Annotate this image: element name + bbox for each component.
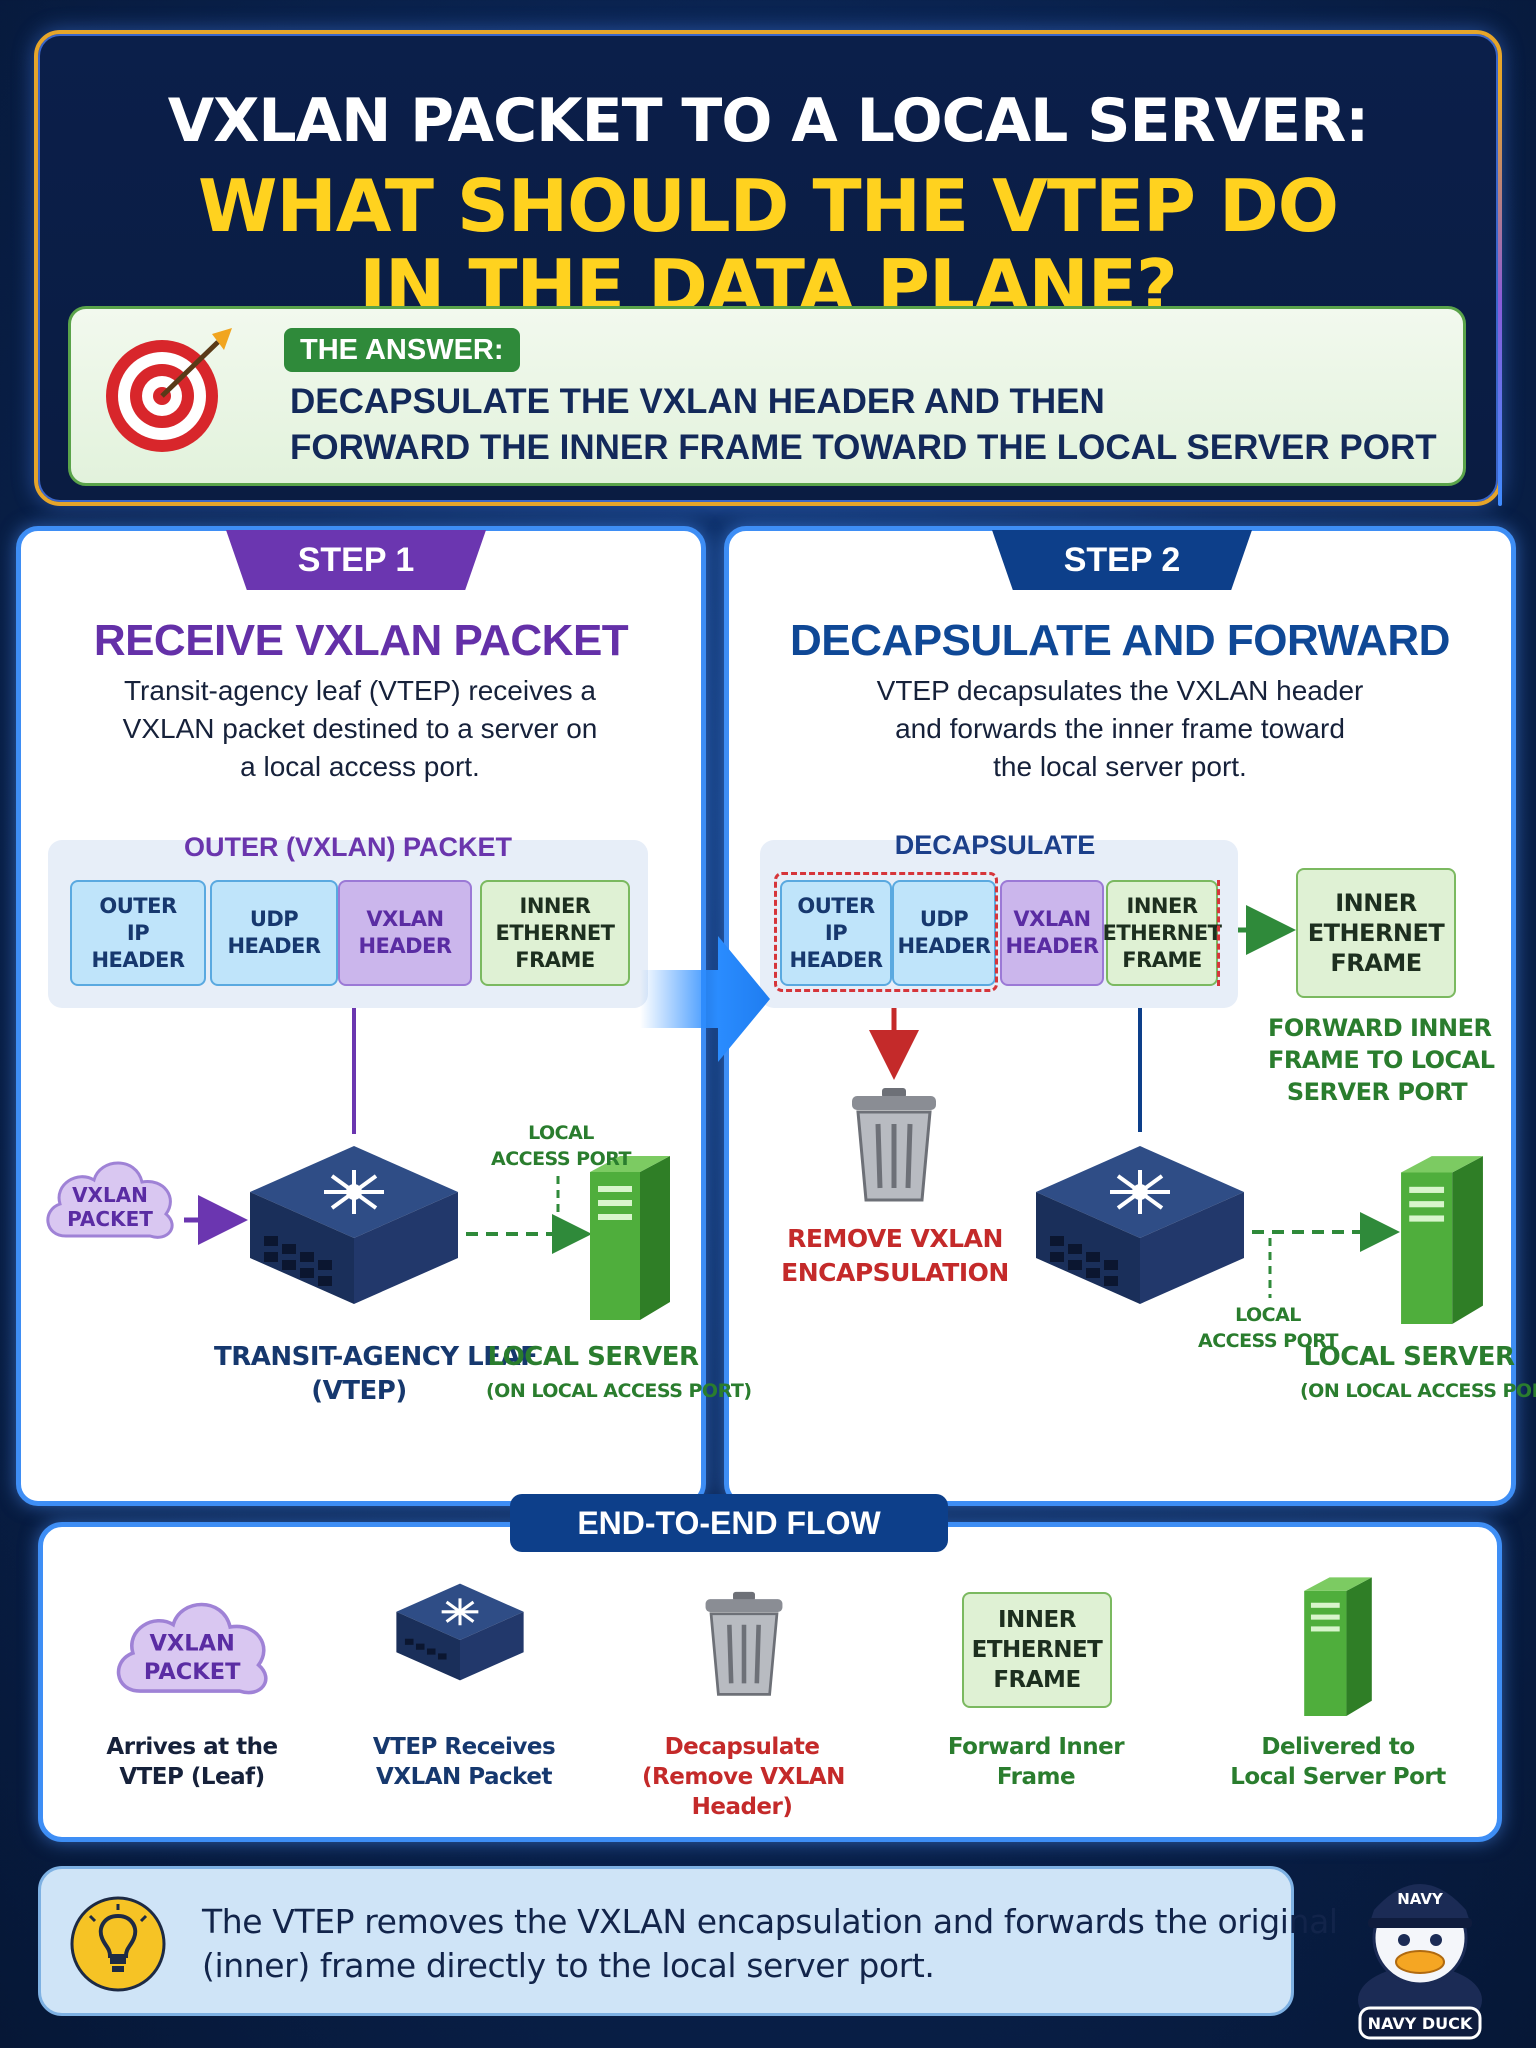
title-line-1: VXLAN PACKET TO A LOCAL SERVER: [167,86,1370,156]
tip-box [38,1866,1294,2016]
vxlan-packet-cloud: VXLAN PACKET [46,1161,174,1239]
title-line-2: WHAT SHOULD THE VTEP DO [198,164,1339,248]
step1-description: Transit-agency leaf (VTEP) receives a VX… [80,672,640,786]
step2-description: VTEP decapsulates the VXLAN header and f… [840,672,1400,786]
step2-desc-line: the local server port. [993,751,1247,782]
step1-desc-line: a local access port. [240,751,480,782]
tip-line-2: (inner) frame directly to the local serv… [202,1946,935,1985]
step2-strip-label: DECAPSULATE [894,830,1096,860]
vtep-switch-icon [250,1146,458,1304]
tip-line-1: The VTEP removes the VXLAN encapsulation… [202,1902,1338,1941]
step2-desc-line: and forwards the inner frame toward [895,713,1345,744]
answer-tag: THE ANSWER: [284,328,520,372]
step2-desc-line: VTEP decapsulates the VXLAN header [876,675,1364,706]
vtep-switch-icon [396,1583,524,1681]
answer-line-2: FORWARD THE INNER FRAME TOWARD THE LOCAL… [290,428,1437,467]
local-server-sublabel: (ON LOCAL ACCESS PORT) [1300,1380,1536,1402]
step2-panel [724,526,1516,1506]
cloud-label: VXLAN [150,1631,235,1657]
local-server-icon [1401,1156,1483,1324]
vxlan-packet-cloud: VXLAN PACKET [116,1602,268,1695]
local-server-icon [590,1156,670,1320]
step1-panel [16,526,706,1506]
step1-desc-line: Transit-agency leaf (VTEP) receives a [123,675,597,706]
trash-icon [852,1088,936,1202]
local-server-label: LOCAL SERVER [487,1342,699,1372]
step1-tab: STEP 1 [226,530,486,590]
cloud-label: PACKET [144,1659,241,1685]
flow-tab: END-TO-END FLOW [510,1494,948,1552]
mascot-cap-text: NAVY [1397,1890,1444,1908]
local-server-label: LOCAL SERVER [1303,1342,1515,1372]
mascot-badge-text: NAVY DUCK [1368,2014,1473,2033]
removed-headers-outline [774,872,998,992]
step2-tab: STEP 2 [992,530,1252,590]
step-transition-arrow [640,936,770,1062]
lightbulb-icon [70,1896,166,1992]
removed-headers-outline-edge [1214,880,1220,986]
step1-heading: RECEIVE VXLAN PACKET [93,616,629,665]
answer-line-1: DECAPSULATE THE VXLAN HEADER AND THEN [290,382,1105,421]
trash-icon [705,1591,783,1696]
cloud-label: VXLAN [72,1183,148,1207]
step2-heading: DECAPSULATE AND FORWARD [790,616,1450,665]
local-server-icon [1304,1577,1372,1716]
local-server-sublabel: (ON LOCAL ACCESS PORT) [486,1380,752,1402]
vtep-switch-icon [1036,1146,1244,1304]
step1-desc-line: VXLAN packet destined to a server on [122,713,598,744]
target-icon [106,328,232,452]
cloud-label: PACKET [67,1207,153,1231]
navy-duck-mascot: NAVY NAVY DUCK [1358,1884,1482,2040]
step1-strip-label: OUTER (VXLAN) PACKET [184,832,512,862]
transit-agency-leaf-label: TRANSIT-AGENCY LEAF(VTEP) [214,1342,538,1406]
